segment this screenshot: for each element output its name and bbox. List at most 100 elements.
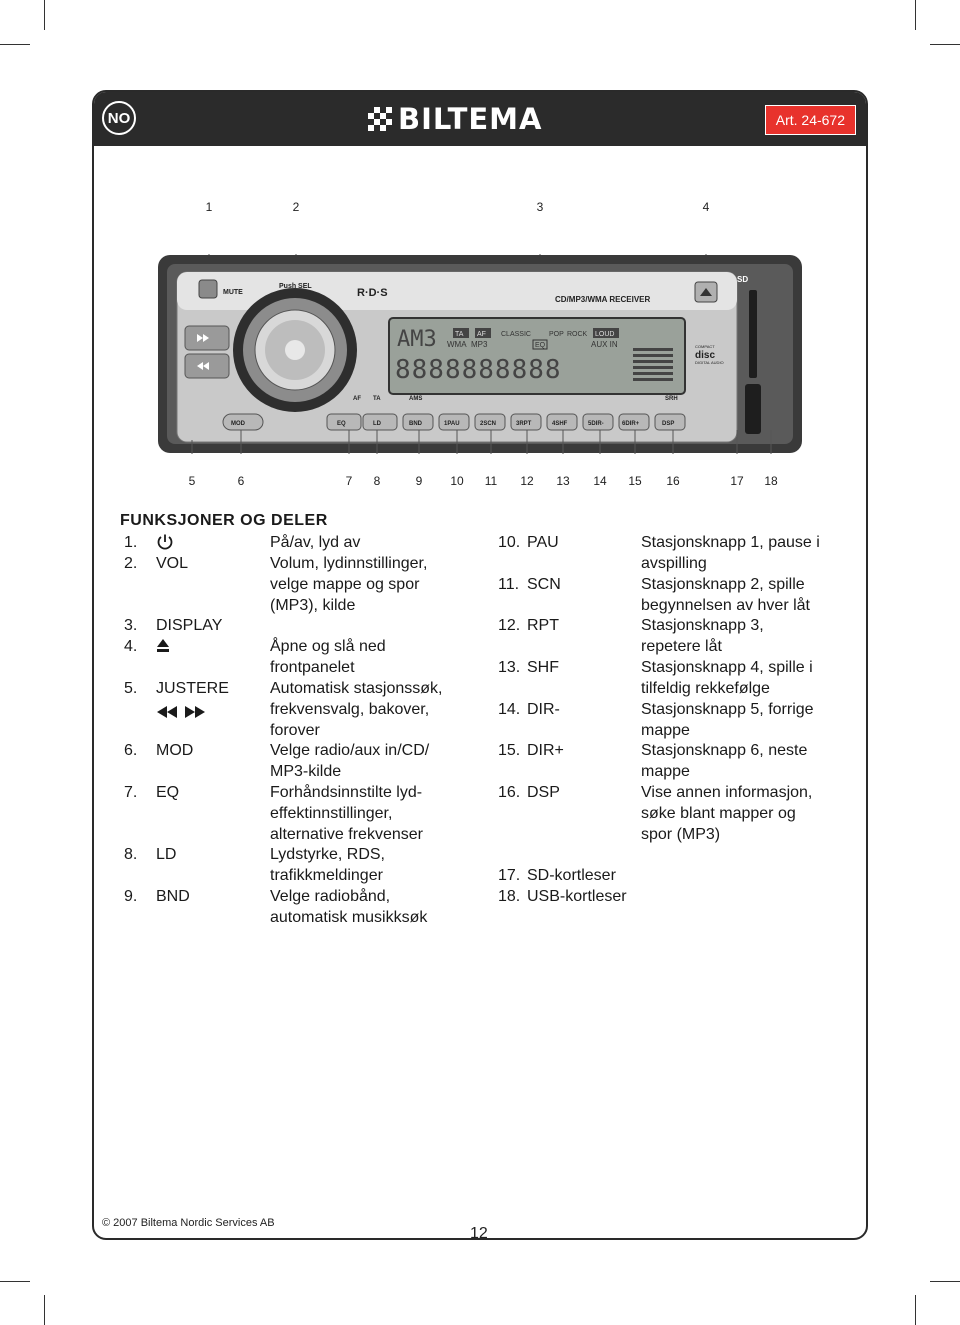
item-name: DIR- <box>527 701 560 718</box>
brand-logo: BILTEMA <box>368 102 542 136</box>
label-srh: SRH <box>665 396 678 402</box>
item-number: 13. <box>498 659 521 676</box>
desc-line: mappe <box>641 722 690 739</box>
button-bnd[interactable]: BND <box>409 421 423 427</box>
label-ta: TA <box>373 396 381 402</box>
desc-line: Forhåndsinnstilte lyd- <box>270 784 423 801</box>
power-icon <box>156 533 174 557</box>
item-desc: Forhåndsinnstilte lyd- effektinnstilling… <box>270 782 423 845</box>
desc-line: Automatisk stasjonssøk, <box>270 680 443 697</box>
callout-number: 18 <box>764 474 778 488</box>
desc-line: forover <box>270 722 320 739</box>
button-1pau[interactable]: 1PAU <box>444 421 460 427</box>
callout-number: 13 <box>556 474 570 488</box>
desc-line: På/av, lyd av <box>270 534 361 551</box>
desc-line: Stasjonsknapp 1, pause i <box>641 534 820 551</box>
lcd-eq: EQ <box>535 342 546 349</box>
callout-number: 9 <box>415 474 423 488</box>
item-number: 9. <box>124 888 138 905</box>
callout-number: 4 <box>702 200 710 214</box>
crop-mark <box>44 0 45 30</box>
radio-illustration: MUTE Push SEL R·D·S CD/MP3/WMA RECEIVER … <box>158 254 802 454</box>
button-eq[interactable]: EQ <box>337 421 346 427</box>
button-6dir-plus[interactable]: 6DIR+ <box>622 421 640 427</box>
page-frame: NO BILTEMA Art. 24-672 <box>92 90 868 1240</box>
callout-number: 1 <box>205 200 213 214</box>
item-desc: Stasjonsknapp 1, pause i avspilling <box>641 532 820 574</box>
push-sel-label: Push SEL <box>279 283 312 290</box>
item-number: 8. <box>124 846 138 863</box>
callout-number: 7 <box>345 474 353 488</box>
item-number: 14. <box>498 701 521 718</box>
button-ld[interactable]: LD <box>373 421 382 427</box>
item-name: DIR+ <box>527 742 564 759</box>
callout-number: 3 <box>536 200 544 214</box>
desc-line: Stasjonsknapp 3, <box>641 617 764 634</box>
article-number: Art. 24-672 <box>764 105 856 135</box>
desc-line: frekvensvalg, bakover, <box>270 701 430 718</box>
desc-line: effektinnstillinger, <box>270 805 393 822</box>
desc-line: Stasjonsknapp 5, forrige <box>641 701 814 718</box>
item-desc: På/av, lyd av <box>270 532 360 553</box>
seek-forward-icon <box>184 703 206 724</box>
label-af: AF <box>353 396 361 402</box>
button-4shf[interactable]: 4SHF <box>552 421 568 427</box>
desc-line: Vise annen informasjon, <box>641 784 813 801</box>
item-number: 5. <box>124 680 138 697</box>
item-desc: Velge radiobånd, automatisk musikksøk <box>270 886 427 928</box>
item-desc: Åpne og slå ned frontpanelet <box>270 636 386 678</box>
item-desc: Automatisk stasjonssøk, frekvensvalg, ba… <box>270 678 443 741</box>
crop-mark <box>930 44 960 45</box>
item-name: LD <box>156 846 177 863</box>
crop-mark <box>0 44 30 45</box>
item-number: 4. <box>124 638 138 655</box>
lcd-wma: WMA <box>447 340 467 349</box>
item-number: 16. <box>498 784 521 801</box>
item-name: EQ <box>156 784 180 801</box>
label-ams: AMS <box>409 396 422 402</box>
item-number: 2. <box>124 555 138 572</box>
lcd-af: AF <box>477 331 486 338</box>
desc-line: automatisk musikksøk <box>270 909 428 926</box>
desc-line: frontpanelet <box>270 659 355 676</box>
desc-line: spor (MP3) <box>641 826 721 843</box>
desc-line: mappe <box>641 763 690 780</box>
callout-number: 17 <box>730 474 744 488</box>
button-mod[interactable]: MOD <box>231 421 246 427</box>
button-2scn[interactable]: 2SCN <box>480 421 496 427</box>
desc-line: Velge radiobånd, <box>270 888 391 905</box>
item-name: DISPLAY <box>156 617 223 634</box>
item-number: 6. <box>124 742 138 759</box>
seek-back-icon <box>156 703 178 724</box>
desc-line: Stasjonsknapp 2, spille <box>641 576 805 593</box>
callout-number: 11 <box>484 474 498 488</box>
button-dsp[interactable]: DSP <box>662 421 674 427</box>
callout-number: 12 <box>520 474 534 488</box>
item-desc: Vise annen informasjon, søke blant mappe… <box>641 782 812 845</box>
mute-label: MUTE <box>223 289 243 296</box>
usb-port[interactable] <box>745 384 761 434</box>
crop-mark <box>915 0 916 30</box>
item-name: JUSTERE <box>156 680 229 697</box>
lcd-segments: 8888888888 <box>395 355 562 385</box>
desc-line: repetere låt <box>641 638 722 655</box>
callout-number: 10 <box>450 474 464 488</box>
callout-number: 5 <box>188 474 196 488</box>
item-name: SCN <box>527 576 561 593</box>
desc-line: Stasjonsknapp 6, neste <box>641 742 808 759</box>
item-name: SHF <box>527 659 559 676</box>
page-number: 12 <box>470 1225 488 1242</box>
desc-line: (MP3), kilde <box>270 597 356 614</box>
item-desc: Stasjonsknapp 6, neste mappe <box>641 740 807 782</box>
item-number: 11. <box>498 576 520 593</box>
sd-slot[interactable] <box>749 290 757 378</box>
lcd-ta: TA <box>455 331 464 338</box>
item-desc: Velge radio/aux in/CD/ MP3-kilde <box>270 740 429 782</box>
item-desc: Stasjonsknapp 2, spille begynnelsen av h… <box>641 574 810 616</box>
copyright: © 2007 Biltema Nordic Services AB <box>102 1217 275 1229</box>
desc-line: avspilling <box>641 555 707 572</box>
button-3rpt[interactable]: 3RPT <box>516 421 532 427</box>
crop-mark <box>0 1281 30 1282</box>
disc-word: disc <box>695 350 715 361</box>
button-5dir-minus[interactable]: 5DIR- <box>588 421 604 427</box>
